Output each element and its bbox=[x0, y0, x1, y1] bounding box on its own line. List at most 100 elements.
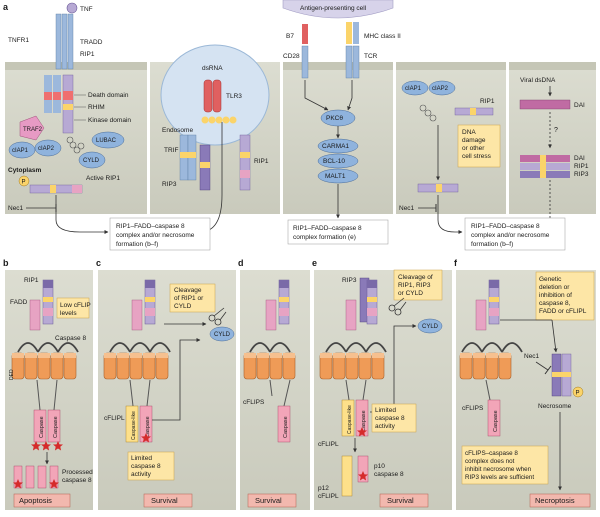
nec1-inhibition-f bbox=[535, 361, 549, 371]
apoptosis-label: Apoptosis bbox=[19, 496, 52, 505]
caspase-label-d: Caspase bbox=[283, 416, 289, 438]
ubiquitin-chain-icon bbox=[66, 136, 85, 154]
ubiquitin-chain-r-icon bbox=[419, 104, 437, 122]
p12-text: p12 cFLIPL bbox=[318, 485, 339, 500]
caspase-label-c: Caspase bbox=[145, 416, 151, 438]
panel-label-d: d bbox=[238, 258, 244, 268]
scissors-icon-c bbox=[208, 307, 227, 326]
genetic-text-f: Genetic deletion or inhibition of caspas… bbox=[539, 276, 587, 315]
cyld-shape-a bbox=[78, 151, 106, 169]
arrow-left-to-box bbox=[55, 195, 109, 234]
p10-text: p10 caspase 8 bbox=[374, 463, 404, 478]
arrow-tcr-pkc bbox=[347, 80, 353, 111]
caspase-c bbox=[139, 405, 153, 443]
kinase-domain-label: Kinase domain bbox=[88, 117, 131, 124]
ded-3-c bbox=[129, 352, 143, 380]
tcr-shape-2 bbox=[352, 45, 360, 79]
result-box-middle-text: RIP1–FADD–caspase 8 complex formation (e… bbox=[293, 225, 363, 241]
rip1-r-label: RIP1 bbox=[480, 98, 495, 105]
dna-damage-box bbox=[457, 124, 501, 168]
tnfr1-chain-2 bbox=[61, 13, 68, 70]
survival-badge-d bbox=[247, 493, 297, 508]
plasma-membrane-middle bbox=[283, 62, 393, 70]
active-rip1-label: Active RIP1 bbox=[86, 175, 120, 182]
necroptosis-badge bbox=[529, 493, 591, 508]
caspase-like-c bbox=[125, 405, 139, 443]
ciap1-r-shape bbox=[401, 80, 429, 96]
fragment-2 bbox=[25, 465, 35, 489]
cyld-label-c: CYLD bbox=[214, 332, 231, 338]
caspase-e bbox=[355, 399, 369, 437]
ded-linkers-d bbox=[249, 342, 291, 353]
ciap2-label: cIAP2 bbox=[38, 146, 55, 152]
result-box-left-text: RIP1–FADD–caspase 8 complex and/or necro… bbox=[116, 223, 196, 248]
cflipl-label-c: cFLIPL bbox=[104, 415, 125, 422]
death-domain-label: Death domain bbox=[88, 92, 129, 99]
fadd-shape-c bbox=[131, 299, 143, 331]
rip3-rhim-a bbox=[200, 162, 210, 168]
ded-4-b bbox=[50, 352, 64, 380]
tnf-ligand bbox=[66, 2, 78, 14]
cleavage-box-e bbox=[393, 269, 443, 301]
active-rip1-dd bbox=[72, 185, 82, 193]
apoptosis-badge bbox=[13, 493, 71, 508]
nec1-right-label: Nec1 bbox=[399, 205, 415, 212]
result-box-left bbox=[109, 217, 211, 251]
caspase-left-b bbox=[33, 409, 47, 443]
ded-3-d bbox=[269, 352, 283, 380]
caspase-d bbox=[277, 405, 291, 443]
ded-linkers-c bbox=[109, 342, 171, 353]
panel-e: e RIP3 Cleavage of RIP1, RIP3 or CYLD CY… bbox=[312, 258, 452, 510]
rip1-bar-mid bbox=[239, 134, 251, 191]
ciap2-r-shape bbox=[428, 80, 456, 96]
trif-chain bbox=[201, 116, 237, 124]
question-mark: ? bbox=[554, 127, 558, 134]
rip1-rhim bbox=[63, 104, 73, 110]
lubac-shape bbox=[91, 131, 125, 149]
survival-label-d: Survival bbox=[255, 496, 282, 505]
endosome-label: Endosome bbox=[162, 127, 193, 134]
ciap1-shape bbox=[8, 141, 36, 159]
cytoplasm-label: Cytoplasm bbox=[8, 167, 41, 174]
malt1-label: MALT1 bbox=[325, 173, 346, 180]
rip1-shape-d bbox=[278, 279, 290, 325]
p12-fragment bbox=[341, 455, 353, 497]
traf2-label: TRAF2 bbox=[23, 127, 43, 133]
rip1-2-label: RIP1 bbox=[574, 163, 589, 170]
panel-f: f Genetic deletion or inhibition of casp… bbox=[454, 258, 596, 510]
ded-linkers-f bbox=[461, 342, 523, 353]
cyld-shape-c bbox=[209, 326, 235, 342]
caspase-label-b2: Caspase bbox=[53, 416, 59, 438]
result-box-right bbox=[464, 217, 566, 251]
ded-label-b: DED bbox=[9, 369, 15, 380]
fadd-shape-b bbox=[29, 299, 41, 331]
cleavage-text-c: Cleavage of RIP1 or CYLD bbox=[174, 287, 205, 310]
cd28-label: CD28 bbox=[283, 53, 300, 60]
arrow-cd28-pkc bbox=[304, 80, 329, 111]
panel-b: b RIP1 FADD Low cFLIP levels Caspase 8 D… bbox=[3, 258, 93, 510]
ded-4-c bbox=[142, 352, 156, 380]
fragment-4 bbox=[49, 465, 59, 489]
ded-linkers-e bbox=[325, 342, 387, 353]
dai-bar bbox=[519, 99, 571, 110]
fadd-shape-d bbox=[265, 299, 277, 331]
result-box-right-text: RIP1–FADD–caspase 8 complex and/or necro… bbox=[471, 223, 551, 248]
fadd-label-b: FADD bbox=[10, 299, 28, 306]
ded-3-f bbox=[485, 352, 499, 380]
ded-2-d bbox=[256, 352, 270, 380]
panel-a5-background bbox=[509, 62, 596, 214]
cleavage-box-c bbox=[169, 283, 216, 313]
scissors-icon-e bbox=[388, 297, 407, 316]
rhim-label: RHIM bbox=[88, 104, 105, 111]
tlr3-chain-1 bbox=[203, 79, 213, 113]
ded-1-e bbox=[319, 352, 333, 380]
result-box-middle bbox=[287, 219, 389, 245]
arrow-limited-c bbox=[152, 338, 201, 421]
ded-1-d bbox=[243, 352, 257, 380]
b7-shape bbox=[302, 24, 308, 44]
tnfr1-chain-1 bbox=[55, 13, 62, 70]
cyld-label-a: CYLD bbox=[83, 158, 100, 164]
apc-label: Antigen-presenting cell bbox=[300, 5, 367, 12]
tcr-label: TCR bbox=[364, 53, 378, 60]
trif-label: TRIF bbox=[164, 147, 178, 154]
